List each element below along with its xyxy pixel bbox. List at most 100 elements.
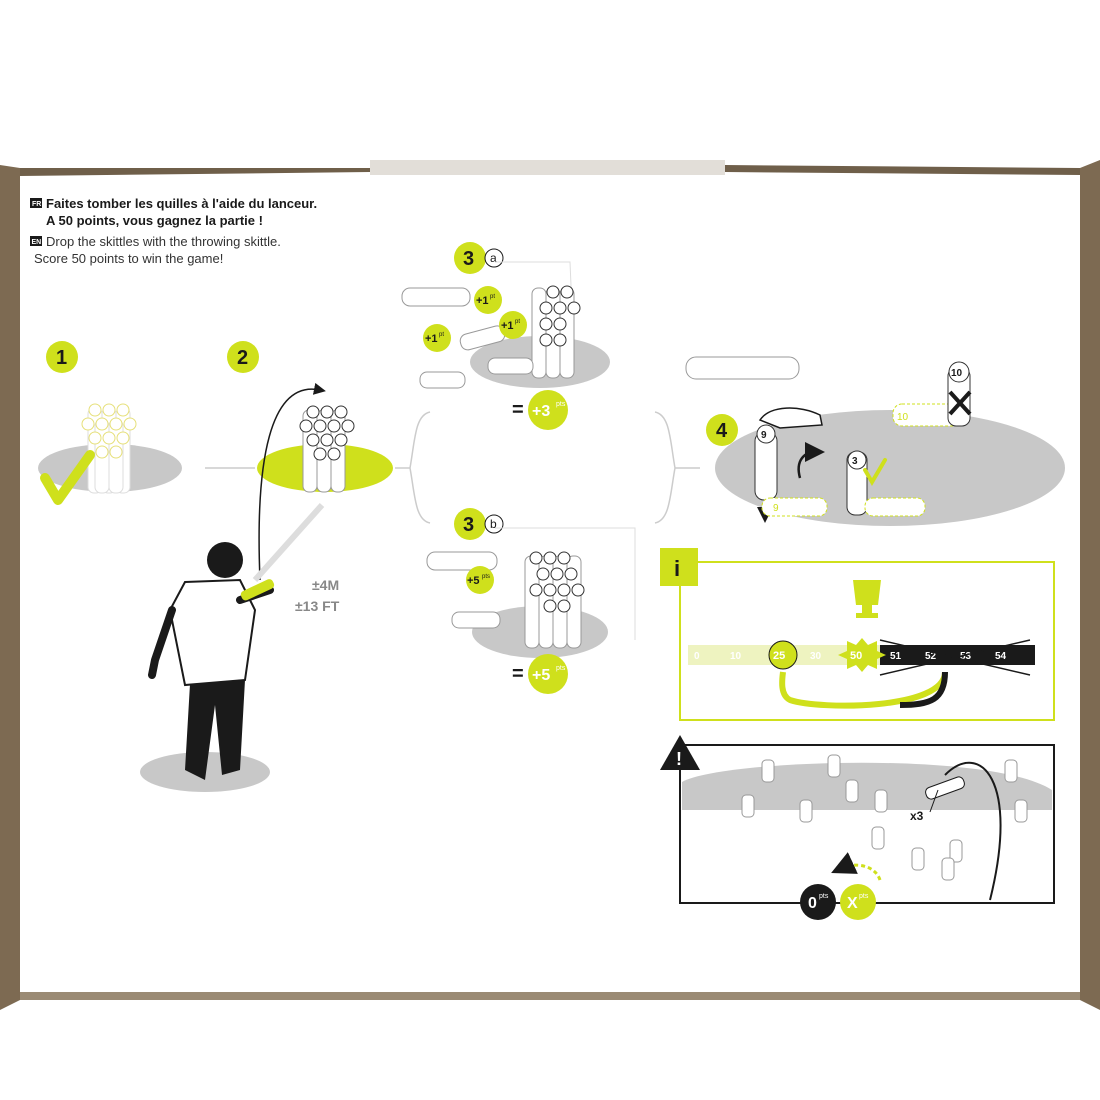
total-3b-value: +5 bbox=[532, 667, 550, 684]
thrower-foul bbox=[925, 776, 965, 800]
svg-text:0: 0 bbox=[694, 651, 700, 662]
instruction-en-2: Score 50 points to win the game! bbox=[34, 251, 223, 266]
foul-arc bbox=[944, 761, 1002, 901]
instruction-text: FR Faites tomber les quilles à l'aide du… bbox=[30, 196, 317, 266]
scattered-pin-3 bbox=[827, 754, 841, 778]
scattered-pin-11 bbox=[911, 847, 925, 871]
pins-cluster-2 bbox=[299, 405, 355, 493]
svg-text:+5: +5 bbox=[467, 575, 480, 587]
scattered-pin-5 bbox=[741, 794, 755, 818]
score-bubble-3a-3: +1 pt bbox=[423, 324, 451, 352]
scattered-pin-6 bbox=[1004, 759, 1018, 783]
lang-en-badge: EN bbox=[32, 239, 42, 246]
pins-standing-3a bbox=[531, 285, 581, 379]
svg-text:10: 10 bbox=[730, 651, 742, 662]
svg-text:=: = bbox=[512, 399, 524, 421]
throw-path-shadow bbox=[252, 503, 325, 582]
svg-text:53: 53 bbox=[960, 651, 972, 662]
svg-text:X: X bbox=[847, 895, 858, 912]
check-icon bbox=[40, 450, 95, 505]
thrower-3b bbox=[426, 551, 498, 571]
pin-fallen-3b bbox=[451, 611, 501, 629]
lang-fr-badge: FR bbox=[32, 201, 41, 208]
scattered-pin-2 bbox=[845, 779, 859, 803]
score-bubble-3a-2: +1 pt bbox=[499, 311, 527, 339]
scattered-pin-8 bbox=[1014, 799, 1028, 823]
svg-text:pt: pt bbox=[439, 332, 444, 338]
player-figure bbox=[140, 542, 275, 792]
score-50-burst bbox=[838, 638, 886, 672]
scattered-pin-12 bbox=[941, 857, 955, 881]
thrower-4 bbox=[685, 356, 800, 380]
svg-text:pts: pts bbox=[819, 893, 829, 900]
svg-text:9: 9 bbox=[773, 503, 779, 514]
total-score-3a: = +3 pts bbox=[512, 390, 568, 430]
score-bubble-3a-1: +1 pt bbox=[474, 286, 502, 314]
hand bbox=[758, 407, 823, 429]
svg-text:51: 51 bbox=[890, 651, 902, 662]
pins-standing-3b bbox=[524, 551, 585, 649]
step-3a: 3 a +1 pt bbox=[401, 242, 610, 430]
info-icon: i bbox=[674, 556, 680, 581]
over-cross-icon bbox=[879, 639, 1031, 676]
pins-cluster-1 bbox=[81, 403, 137, 494]
svg-text:pts: pts bbox=[482, 574, 490, 580]
svg-text:+1: +1 bbox=[501, 320, 514, 332]
scattered-pin-9 bbox=[871, 826, 885, 850]
svg-text:50: 50 bbox=[850, 650, 862, 662]
total-3a-value: +3 bbox=[532, 403, 550, 420]
svg-text:10: 10 bbox=[951, 368, 963, 379]
cross-icon bbox=[948, 390, 972, 416]
step-1: 1 bbox=[38, 341, 182, 505]
step-3b-number: 3 bbox=[463, 514, 474, 536]
scattered-pin-1 bbox=[761, 759, 775, 783]
svg-text:+1: +1 bbox=[476, 295, 489, 307]
instruction-en-1: Drop the skittles with the throwing skit… bbox=[46, 234, 281, 249]
step-2-number: 2 bbox=[237, 347, 248, 369]
total-score-3b: = +5 pts bbox=[512, 654, 568, 694]
step-3b: 3 b +5 pts bbox=[426, 508, 636, 694]
instruction-fr-1: Faites tomber les quilles à l'aide du la… bbox=[46, 196, 317, 211]
step-3a-number: 3 bbox=[463, 248, 474, 270]
pins-fallen-3a bbox=[419, 325, 534, 389]
svg-text:pts: pts bbox=[556, 401, 566, 408]
throw-arc bbox=[258, 382, 326, 581]
svg-text:pts: pts bbox=[859, 893, 869, 900]
svg-text:+1: +1 bbox=[425, 333, 438, 345]
distance-meters: ±4M bbox=[312, 577, 339, 593]
warning-box: ! x3 0 pts X pts bbox=[660, 735, 1055, 920]
check-icon-small bbox=[863, 458, 887, 486]
step-1-number: 1 bbox=[56, 347, 67, 369]
score-25-marker bbox=[768, 640, 798, 670]
svg-text:10: 10 bbox=[897, 412, 909, 423]
thrower-3a bbox=[401, 287, 471, 307]
trophy-icon bbox=[853, 580, 881, 618]
svg-text:9: 9 bbox=[761, 430, 767, 441]
svg-text:!: ! bbox=[676, 749, 682, 769]
step-2: 2 bbox=[227, 341, 393, 582]
svg-text:25: 25 bbox=[773, 650, 785, 662]
scattered-pin-4 bbox=[874, 789, 888, 813]
zero-points-badge bbox=[800, 884, 836, 920]
svg-text:pt: pt bbox=[490, 294, 495, 300]
score-track-over bbox=[880, 645, 1035, 665]
scattered-pin-10 bbox=[949, 839, 963, 863]
svg-text:pt: pt bbox=[515, 319, 520, 325]
svg-text:3: 3 bbox=[852, 456, 858, 467]
svg-text:pts: pts bbox=[556, 665, 566, 672]
warning-icon bbox=[660, 735, 700, 770]
foul-times: x3 bbox=[910, 809, 924, 823]
step-3b-letter: b bbox=[490, 517, 497, 531]
svg-text:52: 52 bbox=[925, 651, 937, 662]
step-4: 4 9 9 3 10 10 bbox=[685, 356, 1065, 526]
reset-arrow bbox=[779, 671, 948, 709]
scattered-pin-7 bbox=[799, 799, 813, 823]
x-points-badge bbox=[840, 884, 876, 920]
svg-text:30: 30 bbox=[810, 651, 822, 662]
info-box: i 0 10 25 30 50 51 52 53 54 bbox=[660, 548, 1055, 721]
instruction-fr-2: A 50 points, vous gagnez la partie ! bbox=[46, 213, 263, 228]
score-bubble-3b: +5 pts bbox=[466, 566, 494, 594]
svg-text:0: 0 bbox=[808, 895, 817, 912]
svg-text:54: 54 bbox=[995, 651, 1007, 662]
